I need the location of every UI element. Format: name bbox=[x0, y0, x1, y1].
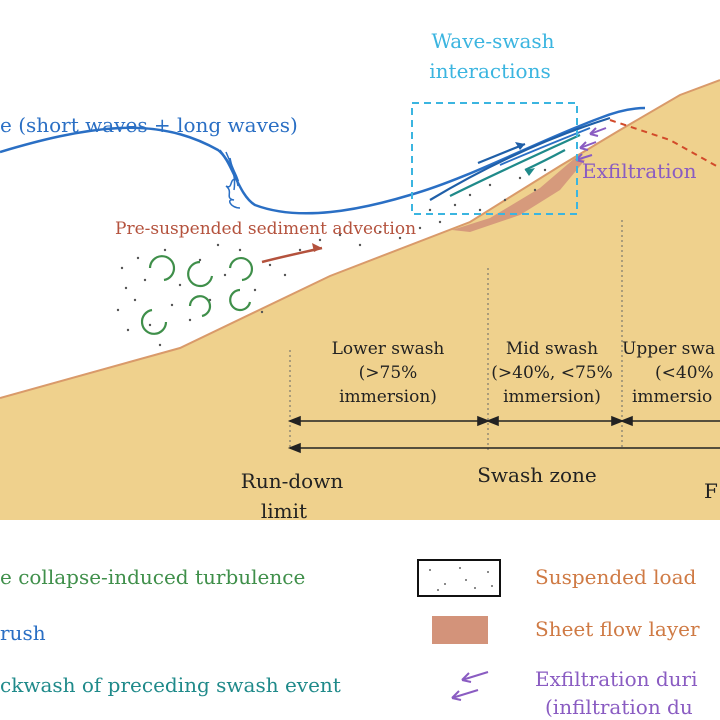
incoming-wave-line bbox=[0, 106, 646, 215]
groundwater-line bbox=[609, 119, 720, 169]
uprush-line bbox=[429, 116, 611, 201]
lower-swash-label-1: Lower swash bbox=[332, 339, 445, 359]
legend-suspended-dots bbox=[429, 567, 493, 591]
advection-arrow bbox=[261, 246, 323, 264]
beach-sand bbox=[0, 80, 720, 520]
zone-dividers bbox=[289, 220, 623, 450]
legend-sheet-swatch bbox=[432, 616, 488, 644]
exfiltration-label: Exfiltration bbox=[582, 159, 697, 183]
beach-surface-line bbox=[0, 79, 720, 399]
legend-exfiltration-icon bbox=[451, 671, 489, 701]
lower-swash-label-3: immersion) bbox=[339, 387, 437, 407]
zone-arrows bbox=[287, 415, 720, 454]
breaking-wave-scribble bbox=[219, 149, 241, 209]
mid-swash-label-2: (>40%, <75% bbox=[491, 363, 613, 383]
legend-suspended-swatch bbox=[417, 559, 501, 597]
legend-sheet-flow: Sheet flow layer bbox=[535, 617, 700, 641]
rundown-label-2: limit bbox=[261, 499, 307, 523]
legend-turbulence: e collapse-induced turbulence bbox=[0, 565, 305, 589]
upper-swash-label-1: Upper swa bbox=[622, 339, 715, 359]
incoming-wave-label: e (short waves + long waves) bbox=[0, 113, 298, 137]
runup-label-partial: F bbox=[704, 479, 718, 503]
legend-exfiltration-2: (infiltration du bbox=[545, 695, 693, 719]
swash-zone-label: Swash zone bbox=[477, 463, 597, 487]
mid-swash-label-3: immersion) bbox=[503, 387, 601, 407]
sheet-flow-wedge bbox=[452, 158, 585, 232]
legend-exfiltration-1: Exfiltration duri bbox=[535, 667, 698, 691]
turbulence-swirls bbox=[140, 255, 254, 335]
wave-swash-label-1: Wave-swash bbox=[431, 29, 554, 53]
suspended-sediment-cloud bbox=[116, 168, 547, 347]
lower-swash-label-2: (>75% bbox=[359, 363, 418, 383]
legend-uprush: rush bbox=[0, 621, 46, 645]
backwash-arrow bbox=[524, 149, 566, 171]
mid-swash-label-1: Mid swash bbox=[506, 339, 598, 359]
backwash-line bbox=[449, 134, 581, 197]
exfiltration-arrows bbox=[575, 127, 607, 163]
legend-suspended: Suspended load bbox=[535, 565, 697, 589]
wave-swash-label-2: interactions bbox=[429, 59, 550, 83]
upper-swash-label-3: immersio bbox=[632, 387, 712, 407]
upper-swash-label-2: (<40% bbox=[655, 363, 714, 383]
legend-backwash: ckwash of preceding swash event bbox=[0, 673, 341, 697]
wave-swash-box bbox=[411, 102, 578, 215]
rundown-label-1: Run-down bbox=[241, 469, 344, 493]
advection-label: Pre-suspended sediment advection bbox=[115, 219, 416, 239]
